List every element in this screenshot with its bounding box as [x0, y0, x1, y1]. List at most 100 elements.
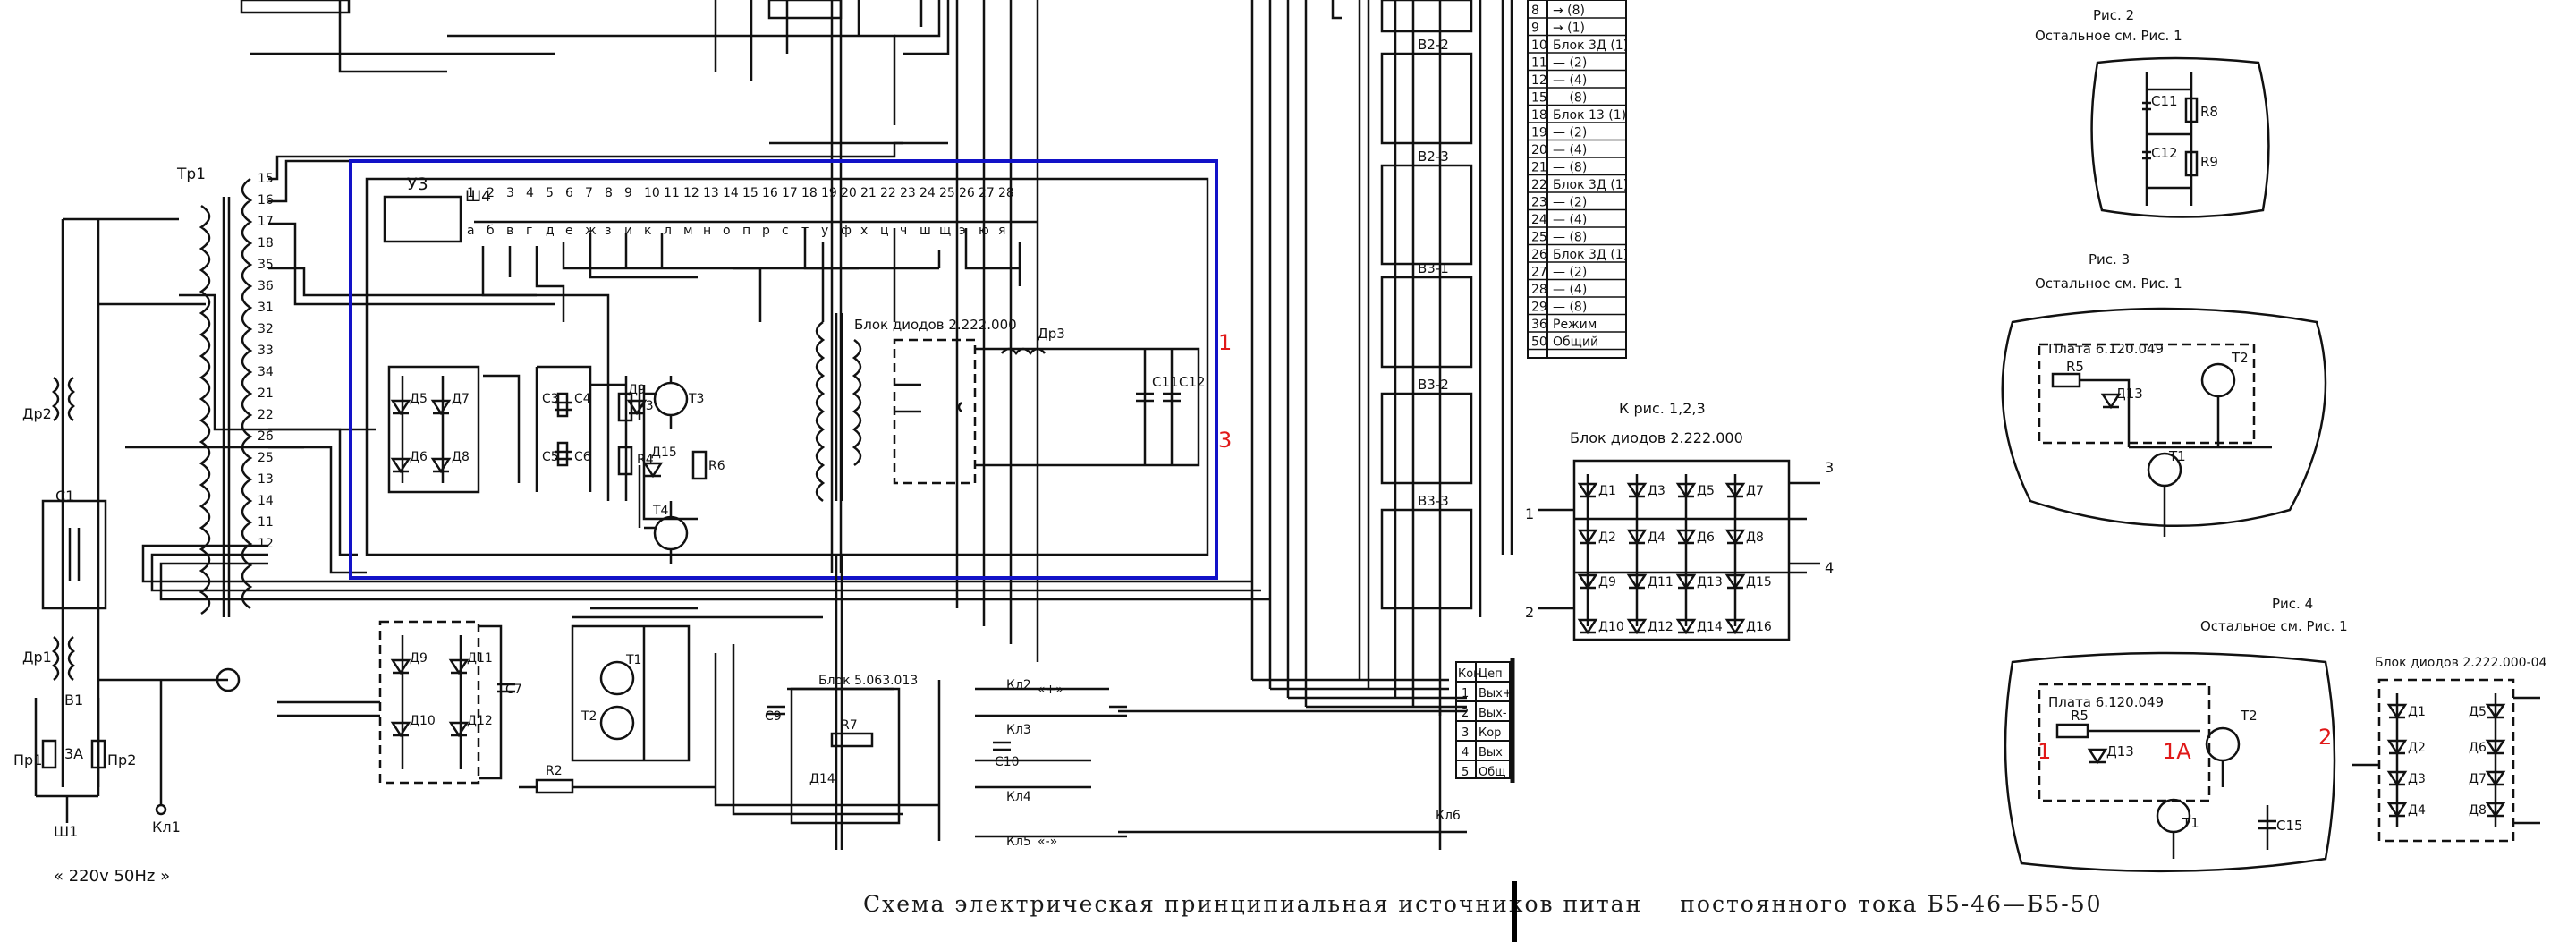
wire-table-text: — (8)	[1553, 231, 1587, 245]
board-pin-letter: ч	[900, 224, 907, 238]
wire-table-text: → (8)	[1553, 4, 1585, 18]
svg-text:33: 33	[258, 344, 274, 358]
fig2	[2090, 56, 2270, 218]
board-pin-number: 14	[723, 186, 739, 200]
svg-text:Блок диодов 2.222.000: Блок диодов 2.222.000	[1570, 429, 1743, 446]
mains-labels: Др2 С1 Др1 В1 Пр1 3А Пр2 Ш1 « 220v 50Hz …	[13, 165, 206, 886]
svg-text:Т2: Т2	[2231, 350, 2249, 366]
wire-table-number: 23	[1531, 196, 1547, 210]
fig4-labels: Рис. 4 Остальное см. Рис. 1 Плата 6.120.…	[2048, 596, 2348, 834]
diode-block-main-labels: Блок диодов 2.222.000 Др3 С11 С12	[854, 317, 1206, 390]
svg-text:34: 34	[258, 365, 274, 379]
svg-text:Кл4: Кл4	[1006, 790, 1031, 804]
wire-table-text: Блок 3Д (1)	[1553, 38, 1628, 53]
wire-table-text: — (4)	[1553, 283, 1587, 297]
svg-text:В3-2: В3-2	[1418, 377, 1449, 393]
wire-table-text: Общий	[1553, 335, 1598, 350]
caption-right: постоянного тока Б5-46—Б5-50	[1680, 891, 2103, 917]
svg-text:1: 1	[1218, 330, 1232, 355]
svg-text:5: 5	[1462, 766, 1469, 779]
svg-text:Д4: Д4	[2408, 803, 2426, 818]
fig4-block-labels: Блок диодов 2.222.000-04 Д1 Д5 Д2 Д6 Д3 …	[2375, 656, 2547, 818]
svg-text:Вых: Вых	[1479, 746, 1503, 760]
fig123-diode-label: Д16	[1746, 620, 1772, 634]
fig123-diode-label: Д10	[1598, 620, 1624, 634]
svg-text:С12: С12	[1179, 374, 1206, 390]
svg-text:«+»: «+»	[1038, 683, 1063, 697]
board-pin-letter: д	[546, 224, 555, 238]
svg-text:Кон: Кон	[1458, 667, 1481, 681]
svg-text:С11: С11	[1152, 374, 1179, 390]
svg-text:С11: С11	[2151, 93, 2178, 109]
board-pin-number: 21	[860, 186, 877, 200]
board-pin-letter: э	[959, 224, 966, 238]
svg-text:Т2: Т2	[2240, 708, 2258, 724]
fig123-diode-label: Д13	[1697, 575, 1723, 590]
board-pin-letter: т	[801, 224, 809, 238]
wire-table-number: 26	[1531, 248, 1547, 262]
block-5-063-013	[767, 555, 1467, 850]
mains-section	[34, 217, 241, 823]
wire-table-number: 15	[1531, 91, 1547, 106]
svg-text:32: 32	[258, 322, 274, 336]
svg-text:« 220v 50Hz »: « 220v 50Hz »	[54, 867, 170, 886]
switch-groups	[1380, 0, 1482, 617]
wire-table-number: 11	[1531, 56, 1547, 71]
fig123-diode-label: Д5	[1697, 484, 1715, 498]
svg-text:3: 3	[1462, 726, 1469, 740]
board-pin-letter: в	[506, 224, 513, 238]
fig123-diode-label: Д8	[1746, 530, 1764, 545]
svg-text:Вых+: Вых+	[1479, 687, 1513, 700]
block-5-labels: Блок 5.063.013 С9 R7 Д14 С10 Кл2 «+» Кл3…	[765, 674, 1461, 849]
switch-group-labels: В2-2 В2-3 В3-1 В3-2 В3-3	[1418, 37, 1449, 509]
svg-text:Кл3: Кл3	[1006, 723, 1031, 737]
svg-text:Д7: Д7	[2469, 772, 2487, 786]
svg-text:Д9: Д9	[628, 383, 646, 397]
svg-text:14: 14	[258, 494, 274, 508]
board-pin-number: 15	[742, 186, 758, 200]
board-pin-number: 23	[900, 186, 916, 200]
fig3	[2001, 307, 2327, 537]
wire-table-text: — (2)	[1553, 196, 1587, 210]
svg-text:Д8: Д8	[2469, 803, 2487, 818]
svg-text:Д5: Д5	[2469, 705, 2487, 719]
svg-text:Кл2: Кл2	[1006, 678, 1031, 692]
svg-text:22: 22	[258, 408, 274, 422]
board-pin-number: 7	[585, 186, 593, 200]
wire-table-grid	[1527, 0, 1627, 359]
svg-text:R5: R5	[2066, 359, 2084, 375]
svg-text:С15: С15	[2276, 818, 2303, 834]
board-pin-number: 9	[624, 186, 632, 200]
wire-table-text: Блок 13 (1)	[1553, 108, 1626, 123]
fig123-diode-label: Д15	[1746, 575, 1772, 590]
connector-table-text: Кон Цеп 1 Вых+ 2 Вых- 3 Кор 4 Вых 5 Общ	[1458, 667, 1513, 779]
svg-text:Т2: Т2	[580, 709, 597, 724]
board-pin-letter: р	[762, 224, 770, 238]
schematic-caption: Схема электрическая принципиальная источ…	[863, 891, 2103, 917]
svg-text:Д6: Д6	[410, 450, 428, 464]
svg-text:36: 36	[258, 279, 274, 293]
highlight-box	[349, 159, 1218, 580]
svg-text:Д14: Д14	[809, 772, 835, 786]
svg-text:Плата 6.120.049: Плата 6.120.049	[2048, 694, 2164, 710]
wire-table-number: 18	[1531, 108, 1547, 123]
svg-text:Остальное см. Рис. 1: Остальное см. Рис. 1	[2035, 28, 2182, 44]
svg-text:16: 16	[258, 193, 274, 208]
svg-text:21: 21	[258, 386, 274, 401]
board-pin-letter: с	[782, 224, 789, 238]
board-pin-number: 10	[644, 186, 660, 200]
svg-text:17: 17	[258, 215, 274, 229]
board-pin-letter: у	[821, 224, 828, 238]
svg-text:11: 11	[258, 515, 274, 530]
fig123-diode-label: Д3	[1648, 484, 1665, 498]
svg-text:Остальное см. Рис. 1: Остальное см. Рис. 1	[2035, 276, 2182, 292]
wire-table-text: — (8)	[1553, 161, 1587, 175]
wire-table-text: — (2)	[1553, 126, 1587, 140]
board-pin-number: 16	[762, 186, 778, 200]
fig123-block	[1538, 459, 1820, 641]
board-pin-number: 24	[919, 186, 936, 200]
svg-text:Кл5: Кл5	[1006, 835, 1031, 849]
svg-text:1: 1	[1525, 505, 1534, 522]
